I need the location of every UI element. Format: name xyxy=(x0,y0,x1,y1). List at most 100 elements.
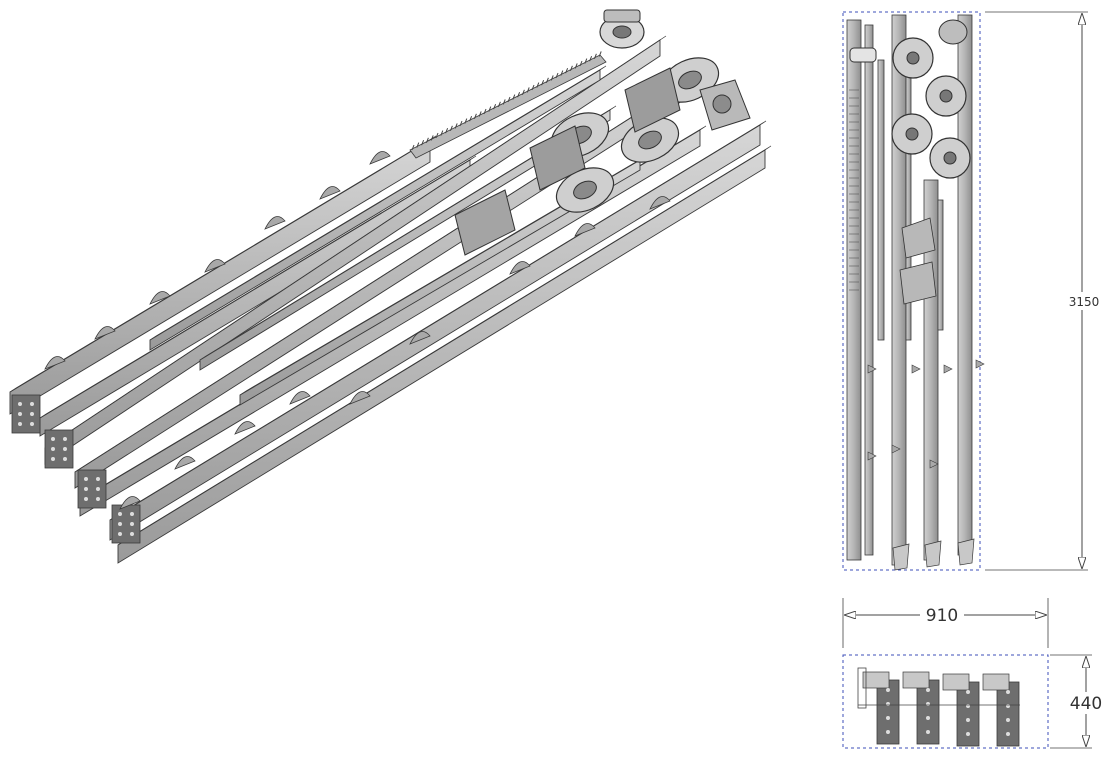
iso-gusset-fin xyxy=(149,291,171,305)
iso-gusset-fin xyxy=(264,216,286,230)
bolt-hole xyxy=(51,447,55,451)
bolt-hole xyxy=(30,422,34,426)
iso-beam-top-face xyxy=(199,105,617,361)
end-bracket xyxy=(942,673,970,691)
iso-gusset-fin xyxy=(94,326,116,340)
bolt-hole xyxy=(18,422,22,426)
rack-tooth xyxy=(425,137,429,143)
height-dimension-label: 3150 xyxy=(1069,295,1100,309)
iso-gusset-fin xyxy=(289,391,311,405)
iso-gusset-fin xyxy=(44,356,66,370)
rack-tooth xyxy=(550,75,554,81)
rack-tooth xyxy=(454,123,458,129)
rack-tooth xyxy=(517,92,521,98)
iso-beam-top-face xyxy=(149,65,607,341)
iso-foot-plate xyxy=(111,504,141,544)
iso-gusset-fin xyxy=(409,331,431,345)
rack-tooth xyxy=(584,58,588,64)
end-view: 440 xyxy=(842,654,1104,749)
rack-tooth xyxy=(493,104,497,110)
width-dimension-label: 910 xyxy=(926,606,958,626)
rack-tooth xyxy=(541,80,545,86)
front-clip xyxy=(943,364,953,374)
front-foot xyxy=(957,538,975,566)
bolt-hole xyxy=(926,730,930,734)
front-column xyxy=(864,24,874,556)
front-clip xyxy=(975,359,985,369)
bolt-hole xyxy=(926,688,930,692)
end-bracket xyxy=(862,671,890,689)
bolt-hole xyxy=(1006,690,1010,694)
rack-tooth xyxy=(560,70,564,76)
front-wheels xyxy=(849,19,971,179)
iso-gusset-fin xyxy=(119,496,141,510)
iso-beam-top-face xyxy=(39,155,477,419)
rack-tooth xyxy=(411,144,415,151)
iso-end-plate xyxy=(699,79,751,131)
bolt-hole xyxy=(886,688,890,692)
bolt-hole xyxy=(118,532,122,536)
iso-rack-teeth xyxy=(411,51,602,151)
rack-tooth xyxy=(478,111,482,117)
bolt-hole xyxy=(966,718,970,722)
iso-foot-brackets xyxy=(11,394,141,544)
front-clip xyxy=(891,444,901,454)
rack-tooth xyxy=(574,63,578,69)
rack-tooth xyxy=(445,128,449,134)
iso-top-clamp xyxy=(599,9,645,49)
iso-gusset-fin xyxy=(574,223,596,237)
bolt-hole xyxy=(18,412,22,416)
iso-gusset-fin xyxy=(204,259,226,273)
bolt-hole xyxy=(96,487,100,491)
bolt-hole xyxy=(96,477,100,481)
rack-tooth xyxy=(598,51,602,57)
bolt-hole xyxy=(886,716,890,720)
iso-gusset-fin xyxy=(509,261,531,275)
width-dimension: 910 xyxy=(842,598,1049,648)
front-clip xyxy=(929,459,939,469)
iso-foot-plate xyxy=(11,394,41,434)
rack-tooth xyxy=(473,113,477,119)
rack-tooth xyxy=(469,116,473,122)
rack-tooth xyxy=(589,56,593,62)
rack-tooth xyxy=(497,101,501,107)
bolt-hole xyxy=(63,437,67,441)
bolt-hole xyxy=(84,487,88,491)
rack-tooth xyxy=(440,130,444,136)
bolt-hole xyxy=(51,457,55,461)
front-clip xyxy=(867,451,877,461)
end-view-blocks xyxy=(857,667,1020,747)
iso-gusset-fin xyxy=(319,186,341,200)
iso-gusset-fin xyxy=(369,151,391,165)
bolt-hole xyxy=(130,522,134,526)
bolt-hole xyxy=(1006,718,1010,722)
bolt-hole xyxy=(63,457,67,461)
bolt-hole xyxy=(96,497,100,501)
front-elevation-view: 3150 xyxy=(842,11,1102,571)
rack-tooth xyxy=(579,60,583,67)
rack-tooth xyxy=(507,96,511,103)
bolt-hole xyxy=(118,512,122,516)
rack-tooth xyxy=(459,120,463,127)
rack-tooth xyxy=(531,84,535,91)
rack-tooth xyxy=(416,142,420,148)
front-foot xyxy=(924,540,942,568)
end-bracket xyxy=(982,673,1010,691)
rack-tooth xyxy=(536,82,540,88)
end-bracket xyxy=(902,671,930,689)
iso-foot-plate xyxy=(44,429,74,469)
front-cross-plates xyxy=(899,217,937,305)
bolt-hole xyxy=(886,730,890,734)
iso-gusset-fin xyxy=(174,456,196,470)
front-column xyxy=(937,199,944,331)
iso-gusset-fin xyxy=(234,421,256,435)
front-foot xyxy=(892,543,910,571)
end-view-frame xyxy=(842,654,1049,749)
bolt-hole xyxy=(51,437,55,441)
bolt-hole xyxy=(130,512,134,516)
depth-dimension-label: 440 xyxy=(1070,694,1102,714)
iso-housings xyxy=(454,67,681,256)
rack-tooth xyxy=(545,77,549,83)
rack-tooth xyxy=(430,135,434,141)
